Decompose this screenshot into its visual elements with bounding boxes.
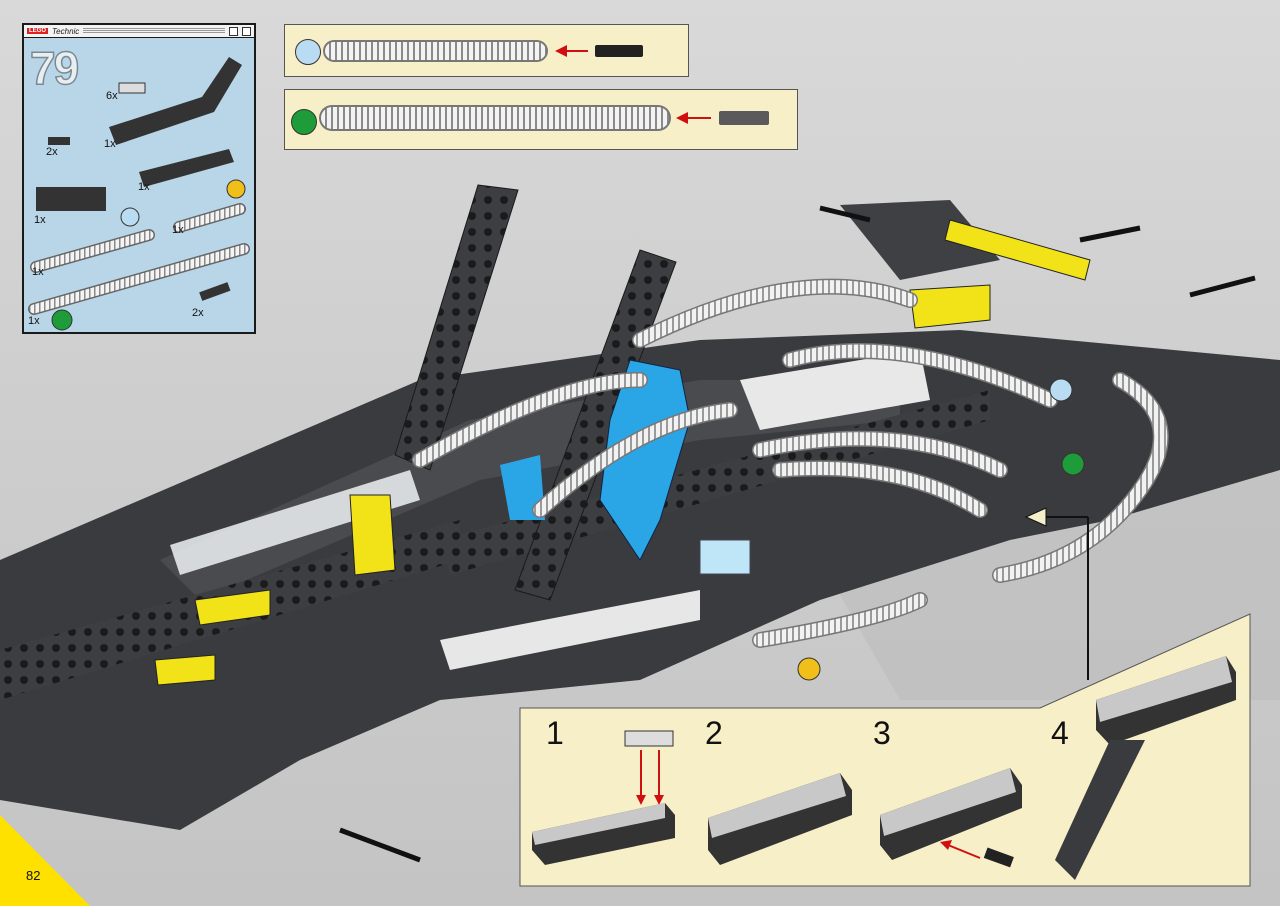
qty-label: 1x	[34, 214, 46, 226]
hose-assembly-diagram	[319, 105, 769, 131]
pin-connector-icon	[719, 111, 769, 125]
yellow-marker-icon	[226, 179, 246, 199]
flex-hose-icon	[321, 107, 669, 129]
short-hose-icon	[174, 204, 245, 232]
plate-part-icon	[118, 82, 146, 94]
connector-part-icon	[199, 282, 231, 301]
page-corner	[0, 815, 90, 906]
close-icon	[242, 26, 251, 36]
qty-label: 1x	[32, 266, 44, 278]
long-hose-icon	[29, 244, 249, 314]
step-label-1: 1	[546, 715, 564, 751]
step-label-3: 3	[873, 715, 891, 751]
page-number: 82	[26, 868, 41, 883]
green-marker	[1061, 452, 1085, 476]
parts-illustrations	[28, 57, 250, 331]
flex-hose-icon	[325, 42, 546, 60]
hose-assembly-diagram	[323, 40, 643, 62]
qty-label: 1x	[28, 315, 40, 327]
light-blue-marker-icon	[120, 207, 140, 227]
titlebar-title: Technic	[52, 26, 80, 36]
arrow-red-icon	[676, 112, 688, 124]
plate-black-icon	[139, 149, 234, 187]
step-label-2: 2	[705, 715, 723, 751]
arrow-red-icon	[555, 45, 567, 57]
parts-list-window: LEGO Technic 79 6x 1x 2x 1x 1x 1x 1x 1x …	[22, 23, 256, 334]
qty-label: 1x	[138, 181, 150, 193]
green-marker-icon	[51, 309, 73, 331]
parts-titlebar: LEGO Technic	[24, 25, 254, 38]
step-number: 79	[29, 41, 80, 95]
green-marker-icon	[291, 109, 317, 135]
qty-label: 1x	[104, 138, 116, 150]
axles	[339, 205, 1256, 863]
brand-logo: LEGO	[27, 28, 49, 34]
step-label-4: 4	[1051, 715, 1069, 751]
qty-label: 2x	[192, 307, 204, 319]
light-blue-marker	[1049, 378, 1073, 402]
brick-part-icon	[36, 187, 106, 211]
light-blue-marker-icon	[295, 39, 321, 65]
pin-part-icon	[48, 137, 70, 145]
qty-label: 6x	[106, 90, 118, 102]
callout-short-hose	[284, 24, 689, 77]
pin-connector-icon	[595, 45, 643, 57]
titlebar-stripes	[83, 28, 225, 34]
qty-label: 1x	[172, 224, 184, 236]
minimize-icon	[229, 26, 238, 36]
medium-hose-icon	[31, 230, 154, 272]
callout-long-hose	[284, 89, 798, 150]
yellow-parts	[154, 219, 1091, 686]
yellow-marker	[797, 657, 821, 681]
qty-label: 2x	[46, 146, 58, 158]
blue-parts	[500, 359, 751, 575]
bent-beam-icon	[109, 57, 242, 145]
